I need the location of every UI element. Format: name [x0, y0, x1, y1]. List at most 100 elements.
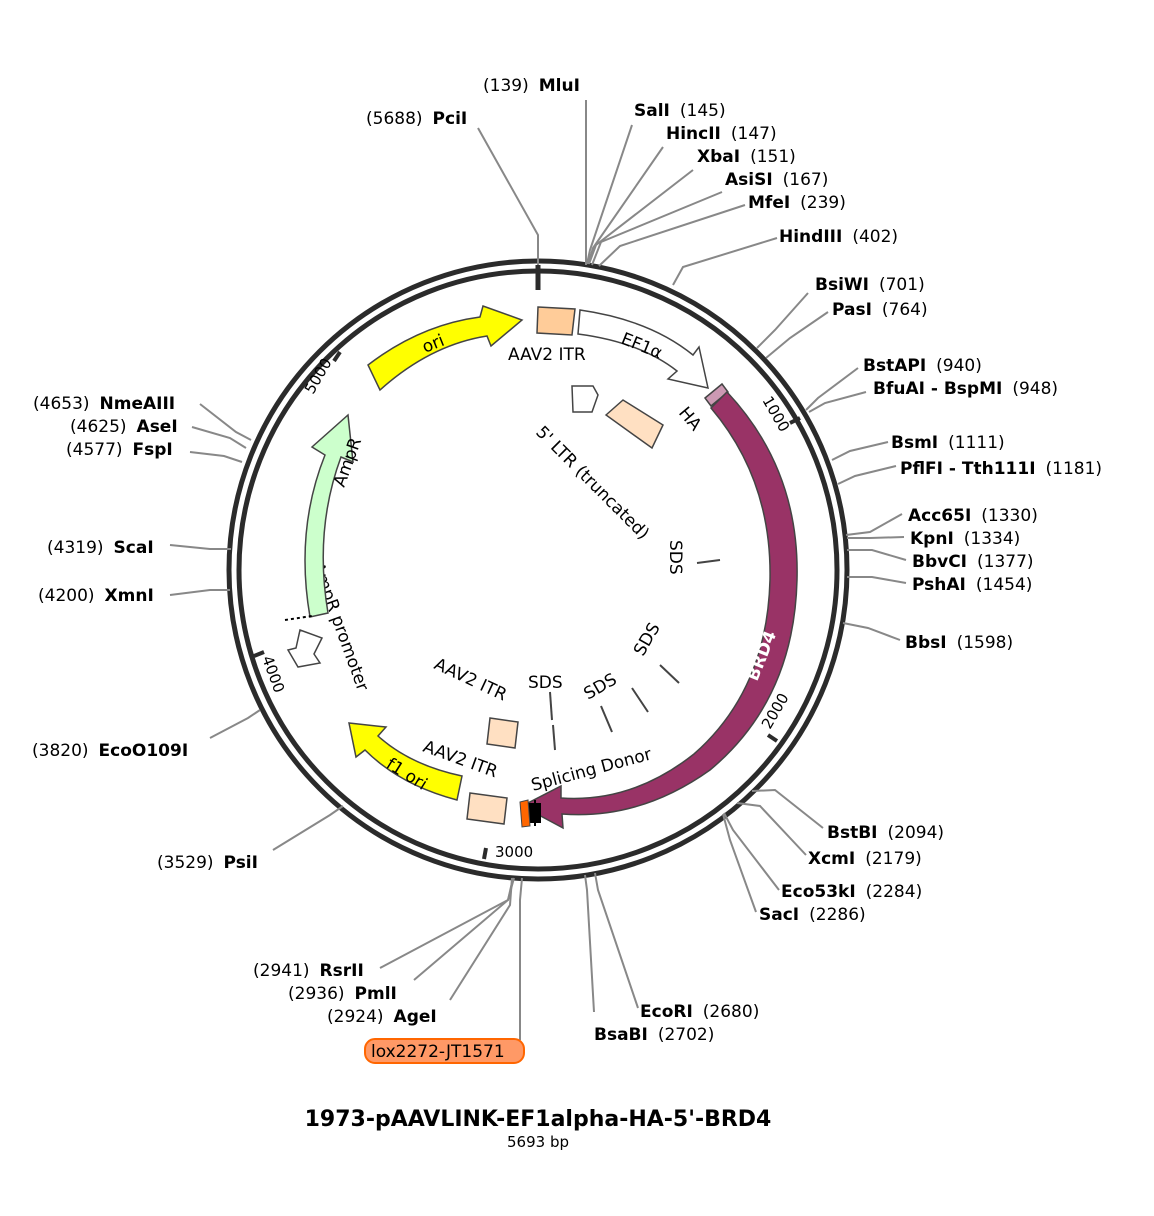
site-label-xbai: XbaI(151) [697, 147, 796, 167]
leader-asisi [591, 191, 723, 266]
site-label-psii: (3529)PsiI [157, 853, 258, 873]
site-label-bsabi: BsaBI(2702) [594, 1025, 714, 1045]
leader-sali [586, 124, 633, 265]
site-label-fspi: (4577)FspI [66, 440, 173, 460]
aav2-itr-bottom-1-label: AAV2 ITR [431, 654, 510, 705]
leader-pmli [413, 877, 514, 981]
leader-fspi [189, 451, 243, 463]
ltr-label: 5' LTR (truncated) [531, 422, 652, 543]
ha-label: HA [674, 403, 705, 435]
leader-ecoo109i [209, 709, 261, 739]
sds-tick-3 [631, 687, 649, 713]
site-label-pasi: PasI(764) [832, 300, 928, 320]
leader-mfei [598, 204, 746, 267]
site-label-asisi: AsiSI(167) [725, 170, 828, 190]
site-label-xmni: (4200)XmnI [38, 586, 154, 606]
site-label-asei: (4625)AseI [70, 417, 178, 437]
tick-5000 [332, 350, 342, 363]
lox2272-tag-label: lox2272-JT1571 [371, 1042, 505, 1062]
leader-bbsi [842, 622, 901, 641]
plasmid-title: 1973-pAAVLINK-EF1alpha-HA-5'-BRD4 [305, 1107, 772, 1132]
sds-tick-4 [600, 705, 613, 733]
leader-acc65i [845, 513, 903, 536]
sds-tick-5a [549, 691, 553, 721]
site-label-eco53ki: Eco53kI(2284) [781, 882, 922, 902]
leader-pasi [765, 311, 829, 359]
site-label-bbvci: BbvCI(1377) [912, 552, 1034, 572]
ltr-arrow-icon [571, 385, 599, 413]
site-label-pflfi: PflFI - Tth111I(1181) [900, 459, 1102, 479]
site-label-mfei: MfeI(239) [748, 193, 846, 213]
leader-hindiii [672, 237, 778, 286]
tick-2000 [766, 733, 779, 743]
sds-label-4: SDS [528, 673, 563, 693]
site-label-pcii: (5688)PciI [366, 109, 467, 129]
site-label-bsmi: BsmI(1111) [891, 433, 1005, 453]
leader-bsmi [831, 441, 889, 461]
ori-arrow [367, 305, 524, 392]
site-label-xcmi: XcmI(2179) [808, 849, 922, 869]
aav2-itr-bottom-1-box [486, 717, 519, 749]
site-label-bstbi: BstBI(2094) [827, 823, 944, 843]
f1-ori-arrow [348, 722, 463, 801]
leader-agei [449, 877, 513, 1001]
aav2-itr-top-label: AAV2 ITR [508, 345, 586, 365]
site-label-sali: SalI(145) [634, 101, 726, 121]
ef1a-arrow [577, 309, 709, 389]
ampr-arrow [304, 413, 354, 618]
leader-lox2272 [519, 877, 523, 1040]
leader-saci [722, 813, 757, 913]
lox-marker [519, 799, 531, 828]
leader-eco53ki [723, 812, 780, 891]
tick-1000 [789, 416, 801, 425]
leader-pflfi [837, 465, 897, 485]
leader-bbvci [847, 549, 907, 561]
site-label-hindiii: HindIII(402) [779, 227, 898, 247]
plasmid-length: 5693 bp [507, 1133, 569, 1151]
site-label-rsrii: (2941)RsrII [253, 961, 364, 981]
site-label-hincii: HincII(147) [666, 124, 777, 144]
leader-psii [272, 805, 344, 851]
restriction-site-labels: (139)MluI (5688)PciI SalI(145) HincII(14… [32, 76, 1102, 1045]
leader-hincii [587, 146, 664, 265]
sds-label-1: SDS [665, 540, 685, 575]
tick-3000 [482, 847, 488, 860]
site-label-acc65i: Acc65I(1330) [908, 506, 1038, 526]
ltr-box [604, 399, 664, 450]
lox2272-tag-box [364, 1038, 525, 1064]
leader-xmni [169, 589, 230, 596]
ampr-promoter-arrow [286, 629, 324, 668]
site-label-mlui: (139)MluI [483, 76, 580, 96]
site-label-kpni: KpnI(1334) [910, 529, 1020, 549]
tick-label-3000: 3000 [495, 843, 533, 861]
leader-bfuai [808, 391, 867, 413]
leader-pcii [477, 127, 539, 265]
site-label-nmeaiii: (4653)NmeAIII [33, 394, 175, 414]
leader-xbai [588, 169, 694, 265]
leader-xcmi [736, 802, 807, 856]
aav2-itr-bottom-2-box [466, 792, 508, 825]
sds-label-2: SDS [630, 619, 665, 659]
leader-ecori [594, 872, 639, 1009]
site-label-pshai: PshAI(1454) [912, 575, 1032, 595]
leader-bsiwi [756, 292, 809, 349]
sds-label-3: SDS [581, 670, 621, 705]
sds-tick-1 [696, 559, 721, 564]
site-label-bstapi: BstAPI(940) [863, 356, 982, 376]
site-label-bbsi: BbsI(1598) [905, 633, 1013, 653]
leader-nmeaiii [199, 403, 252, 441]
site-label-ecoo109i: (3820)EcoO109I [32, 741, 188, 761]
leader-scai [169, 544, 231, 550]
site-label-agei: (2924)AgeI [327, 1007, 437, 1027]
ampr-promoter-junction [284, 615, 313, 621]
tick-4000 [253, 650, 265, 658]
site-label-ecori: EcoRI(2680) [640, 1002, 759, 1022]
lox2272-tag: lox2272-JT1571 [364, 1038, 525, 1064]
site-label-bsiwi: BsiWI(701) [815, 275, 925, 295]
leader-lines [169, 100, 907, 1040]
leader-rsrii [379, 877, 515, 969]
tick-label-1000: 1000 [759, 393, 794, 435]
leader-bstbi [751, 788, 824, 829]
leader-bstapi [805, 367, 859, 411]
